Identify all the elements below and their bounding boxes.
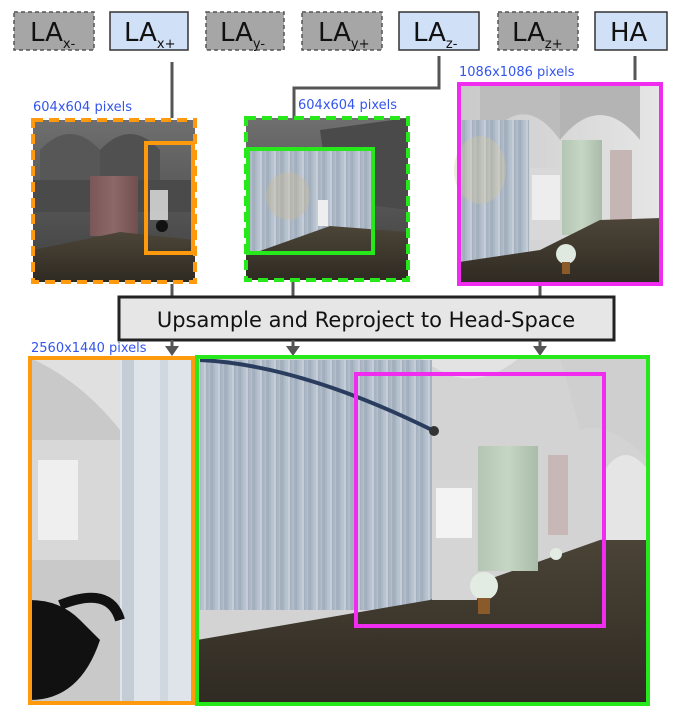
caption-bottom: 2560x1440 pixels <box>31 341 147 356</box>
caption-mid: 604x604 pixels <box>298 98 397 113</box>
caption-left: 604x604 pixels <box>33 100 132 115</box>
result-magenta-region <box>354 372 606 628</box>
connectors-top <box>170 56 637 118</box>
arrow-right <box>533 346 547 356</box>
result-orange-region <box>28 356 195 705</box>
connectors-mid <box>170 282 542 296</box>
label-box-la-yplus: LAy+ <box>301 11 383 52</box>
la-xplus-text: LAx+ <box>124 18 175 52</box>
label-box-la-zplus: LAz+ <box>497 11 579 52</box>
label-box-la-yminus: LAy- <box>205 11 285 52</box>
thumbnail-right <box>454 82 663 286</box>
banner-box: Upsample and Reproject to Head-Space <box>117 295 616 342</box>
la-zminus-text: LAz- <box>413 18 458 52</box>
arrow-left <box>165 346 179 356</box>
result-image <box>28 355 650 706</box>
ha-text: HA <box>610 18 648 48</box>
connector-zminus <box>292 56 441 118</box>
label-box-la-zminus: LAz- <box>398 11 480 52</box>
la-yminus-text: LAy- <box>220 18 265 52</box>
thumb-mid-region <box>246 147 375 255</box>
label-box-ha: HA <box>594 11 668 51</box>
label-box-la-xplus: LAx+ <box>109 11 189 52</box>
result-green-region <box>195 355 650 706</box>
caption-right: 1086x1086 pixels <box>459 65 575 80</box>
la-zplus-text: LAz+ <box>512 18 563 52</box>
la-yplus-text: LAy+ <box>318 18 369 52</box>
arrow-mid <box>286 346 300 356</box>
thumbnail-mid <box>244 116 410 282</box>
thumb-left-region <box>144 141 195 255</box>
la-xminus-text: LAx- <box>30 18 76 52</box>
arrows-down <box>165 340 547 356</box>
banner-text: Upsample and Reproject to Head-Space <box>157 308 575 332</box>
thumbnail-left <box>31 118 197 284</box>
label-box-la-xminus: LAx- <box>13 11 95 52</box>
